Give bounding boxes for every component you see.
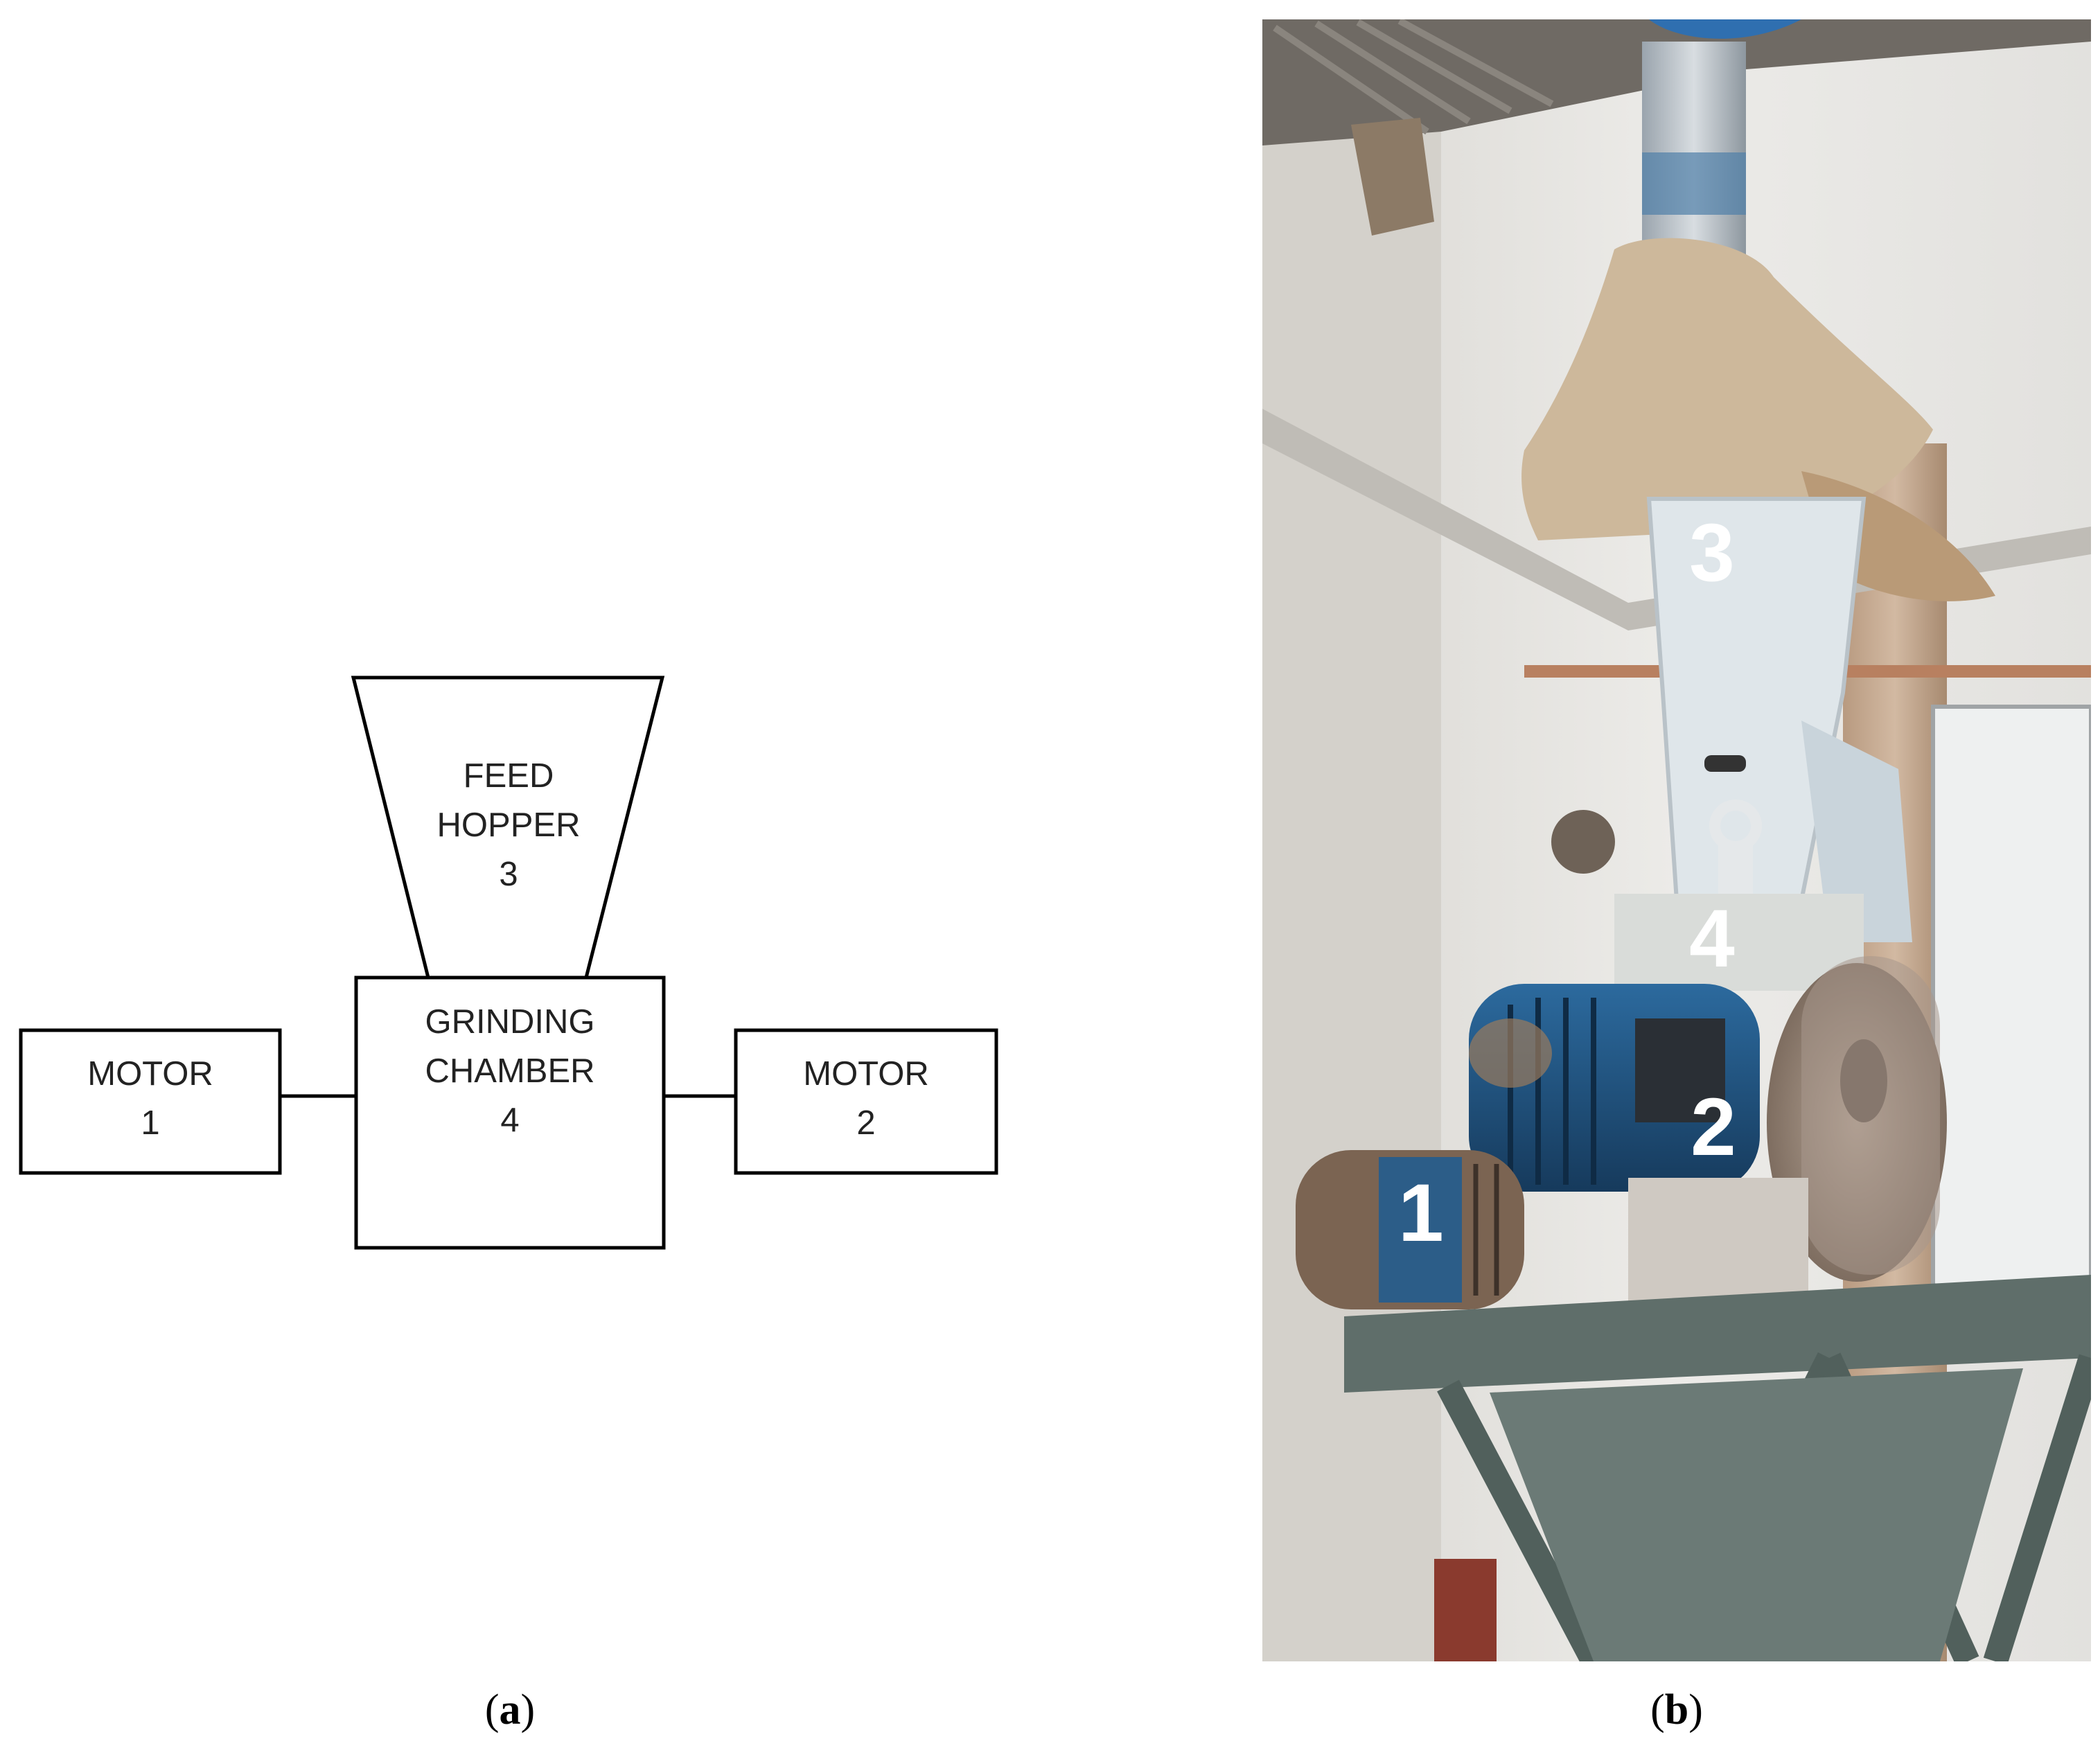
photo-label-motor-1: 1 [1398,1167,1444,1259]
photo-left-wall [1262,19,1441,1661]
grinding-chamber-label-line1: GRINDING [425,1003,595,1041]
motor-2-block [734,1028,998,1175]
panel-a-diagram: FEED HOPPER 3 GRINDING CHAMBER 4 MOTOR 1… [19,676,998,1250]
motor-1-label-line2: 1 [141,1104,159,1142]
photo-label-hopper: 3 [1689,507,1735,599]
caption-a: (a) [485,1686,535,1733]
feed-hopper-label-line3: 3 [499,856,518,893]
grinding-chamber-label-line3: 4 [500,1102,519,1139]
photo-small-pulley [1551,810,1615,874]
feed-hopper-label-line1: FEED [464,757,554,795]
panel-b-photo: 3 4 2 1 [1262,19,2091,1661]
photo-mill-base [1628,1178,1808,1303]
motor-1-label-line1: MOTOR [87,1055,213,1093]
motor-2-label-line1: MOTOR [803,1055,928,1093]
photo-chamber-housing [1614,894,1864,991]
photo-label-motor-2: 2 [1691,1082,1736,1173]
photo-blue-hose [1649,19,1801,39]
motor-1-block [19,1028,282,1175]
grinding-chamber-block [354,975,666,1250]
photo-right-door [1931,705,2091,1332]
photo-label-chamber: 4 [1689,893,1735,985]
grinding-chamber-label-line2: CHAMBER [425,1052,594,1090]
photo-belt-guard [1801,956,1940,1275]
photo-collection-cone [1490,1368,2023,1661]
feed-hopper-label-line2: HOPPER [437,806,581,844]
photo-paper-bag [1521,238,1933,540]
photo-plug [1434,1559,1497,1661]
motor-2-label-line2: 2 [856,1104,875,1142]
caption-b: (b) [1650,1686,1703,1733]
photo-ceiling-damage [1351,118,1434,236]
photo-terminal-box [1635,1018,1725,1122]
photo-frame-top [1344,1275,2091,1393]
photo-side-chute [1801,721,1912,942]
